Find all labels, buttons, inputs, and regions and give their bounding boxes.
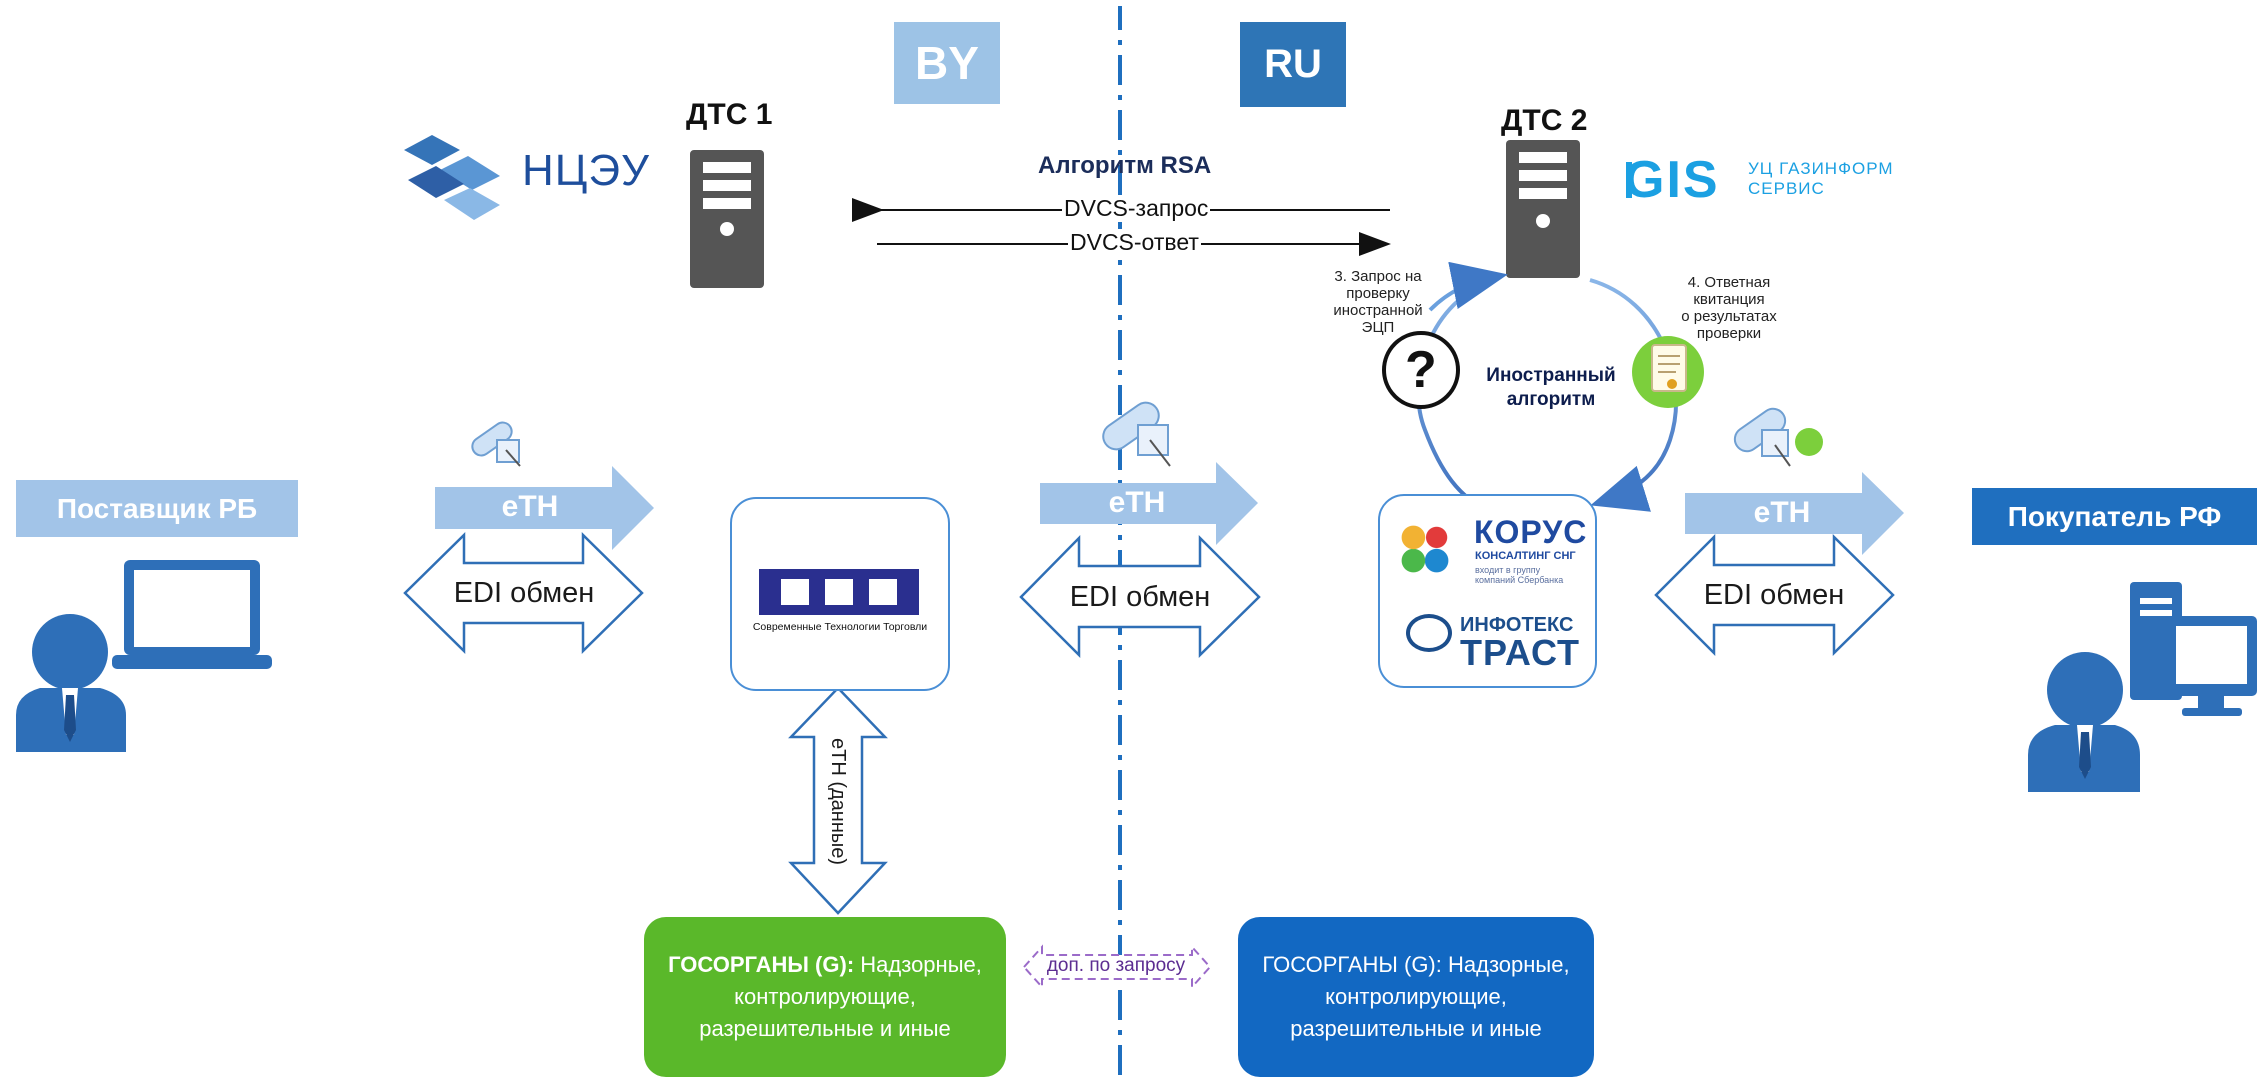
gov-left-text: Надзорные, контролирующие, разрешительны… <box>699 952 982 1041</box>
usb-token-icon-middle <box>1102 401 1171 467</box>
gis-logo-text: GIS <box>1624 151 1720 209</box>
algorithm-title: Алгоритм RSA <box>1038 152 1212 179</box>
country-label-by: BY <box>915 37 979 89</box>
eth-arrow-right <box>1685 472 1904 555</box>
dvcs-request-label: DVCS-запрос <box>1062 195 1211 222</box>
gov-box-right: ГОСОРГАНЫ (G): Надзорные, контролирующие… <box>1262 952 1570 1041</box>
eth-data-label-wrap: eTH (данные) <box>738 737 938 864</box>
gov-box-left: ГОСОРГАНЫ (G): Надзорные, контролирующие… <box>644 917 1006 1077</box>
edi-label-middle: EDI обмен <box>1069 581 1211 613</box>
stt-logo-icon <box>759 569 919 615</box>
dvcs-response-label: DVCS-ответ <box>1068 229 1201 256</box>
laptop-icon <box>112 560 272 669</box>
buyer-person-icon <box>2028 652 2140 792</box>
eth-data-arrow <box>788 686 888 915</box>
gis-logo-icon <box>1626 162 1632 198</box>
operator-card-stt: Современные Технологии Торговли <box>730 497 950 691</box>
desktop-icon <box>2130 582 2257 716</box>
operator-card-korus: КОРУС КОНСАЛТИНГ СНГ входит в группу ком… <box>1378 494 1597 688</box>
gov-left-bold: ГОСОРГАНЫ (G): <box>668 952 855 977</box>
buyer-label: Покупатель РФ <box>2007 500 2222 532</box>
ncey-logo-text: НЦЭУ <box>522 146 650 195</box>
korus-logo-icon <box>1396 520 1454 578</box>
server-icon-right <box>1506 140 1580 278</box>
korus-note: входит в группу компаний Сбербанка <box>1475 565 1564 585</box>
dts-label-left: ДТС 1 <box>686 98 773 131</box>
foreign-algorithm-label: Иностранный алгоритм <box>1486 365 1616 410</box>
eth-label-left: eTH <box>501 490 559 523</box>
dts-label-right: ДТС 2 <box>1501 104 1588 137</box>
stt-caption: Современные Технологии Торговли <box>752 621 928 633</box>
edi-arrow-middle <box>1019 534 1261 659</box>
infotecs-top-label: ИНФОТЕКС <box>1460 614 1574 636</box>
infotecs-bottom-label: ТРАСТ <box>1460 632 1581 673</box>
certificate-icon <box>1632 336 1704 408</box>
eth-data-label: eTH (данные) <box>827 737 850 865</box>
question-icon <box>1382 331 1460 409</box>
country-label-ru: RU <box>1264 42 1322 86</box>
usb-token-icon-left <box>471 421 521 467</box>
edi-label-left: EDI обмен <box>453 577 595 609</box>
ncey-logo-icon <box>404 135 500 220</box>
usb-token-icon-right <box>1733 407 1823 467</box>
eth-arrow-middle <box>1040 462 1258 545</box>
eth-label-right: eTH <box>1753 496 1811 529</box>
infotecs-logo-icon <box>1406 614 1452 652</box>
korus-title: КОРУС <box>1474 514 1588 550</box>
edi-arrow-left <box>403 532 644 654</box>
dop-dashed-arrow <box>1022 944 1212 990</box>
step3-note: 3. Запрос на проверку иностранной ЭЦП <box>1333 268 1423 336</box>
supplier-person-icon <box>16 614 126 752</box>
edi-arrow-right <box>1654 533 1895 657</box>
step4-note: 4. Ответная квитанция о результатах пров… <box>1681 274 1777 342</box>
eth-arrow-left <box>435 466 654 550</box>
server-icon-left <box>690 150 764 288</box>
korus-subtitle: КОНСАЛТИНГ СНГ <box>1475 550 1576 562</box>
eth-label-middle: eTH <box>1108 486 1166 519</box>
question-mark: ? <box>1405 341 1437 399</box>
supplier-label: Поставщик РБ <box>56 492 258 524</box>
gis-logo-subtitle: УЦ ГАЗИНФОРМ СЕРВИС <box>1748 159 1894 198</box>
edi-label-right: EDI обмен <box>1703 579 1845 611</box>
dop-label: доп. по запросу <box>1046 955 1186 976</box>
